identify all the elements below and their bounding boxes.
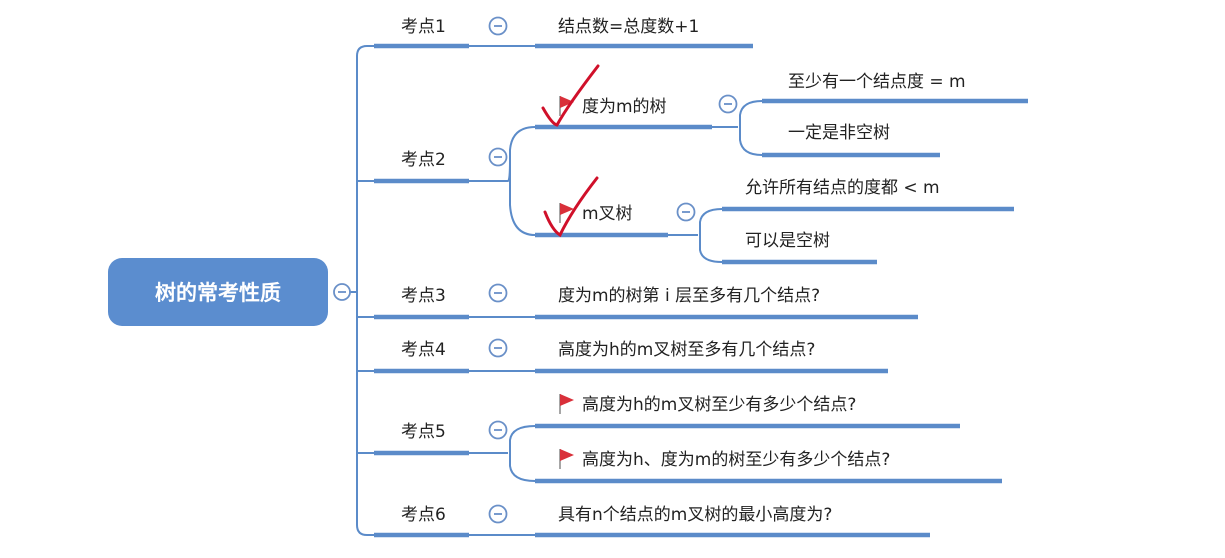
topic-1[interactable]: 考点1 bbox=[401, 17, 446, 37]
subtopic[interactable]: 高度为h的m叉树至多有几个结点? bbox=[558, 340, 816, 360]
subtopic[interactable]: 至少有一个结点度 = m bbox=[788, 72, 966, 92]
flag-icon bbox=[559, 96, 574, 116]
subtopic[interactable]: 高度为h的m叉树至少有多少个结点? bbox=[582, 395, 857, 415]
collapse-icon bbox=[718, 94, 738, 114]
topic-6[interactable]: 考点6 bbox=[401, 505, 446, 525]
collapse-icon bbox=[488, 16, 508, 36]
subtopic[interactable]: 具有n个结点的m叉树的最小高度为? bbox=[558, 505, 833, 525]
topic-4[interactable]: 考点4 bbox=[401, 340, 446, 360]
flag-icon bbox=[559, 449, 574, 469]
subtopic[interactable]: 结点数=总度数+1 bbox=[558, 17, 700, 37]
collapse-icon bbox=[488, 420, 508, 440]
collapse-icon bbox=[676, 202, 696, 222]
topic-2[interactable]: 考点2 bbox=[401, 150, 446, 170]
subtopic[interactable]: 度为m的树第 i 层至多有几个结点? bbox=[558, 286, 821, 306]
subtopic[interactable]: m叉树 bbox=[582, 204, 633, 224]
checkmark-icon bbox=[543, 176, 599, 238]
root-node[interactable]: 树的常考性质 bbox=[108, 258, 328, 326]
collapse-icon bbox=[488, 338, 508, 358]
subtopic[interactable]: 度为m的树 bbox=[582, 97, 667, 117]
topic-3[interactable]: 考点3 bbox=[401, 286, 446, 306]
collapse-icon bbox=[333, 283, 351, 301]
flag-icon bbox=[559, 394, 574, 414]
collapse-icon bbox=[488, 504, 508, 524]
flag-icon bbox=[559, 203, 574, 223]
topic-5[interactable]: 考点5 bbox=[401, 422, 446, 442]
subtopic[interactable]: 可以是空树 bbox=[745, 231, 830, 251]
subtopic[interactable]: 高度为h、度为m的树至少有多少个结点? bbox=[582, 450, 891, 470]
subtopic[interactable]: 一定是非空树 bbox=[788, 123, 890, 143]
checkmark-icon bbox=[541, 64, 600, 127]
collapse-icon bbox=[488, 283, 508, 303]
subtopic[interactable]: 允许所有结点的度都 < m bbox=[745, 178, 940, 198]
collapse-icon bbox=[488, 147, 508, 167]
